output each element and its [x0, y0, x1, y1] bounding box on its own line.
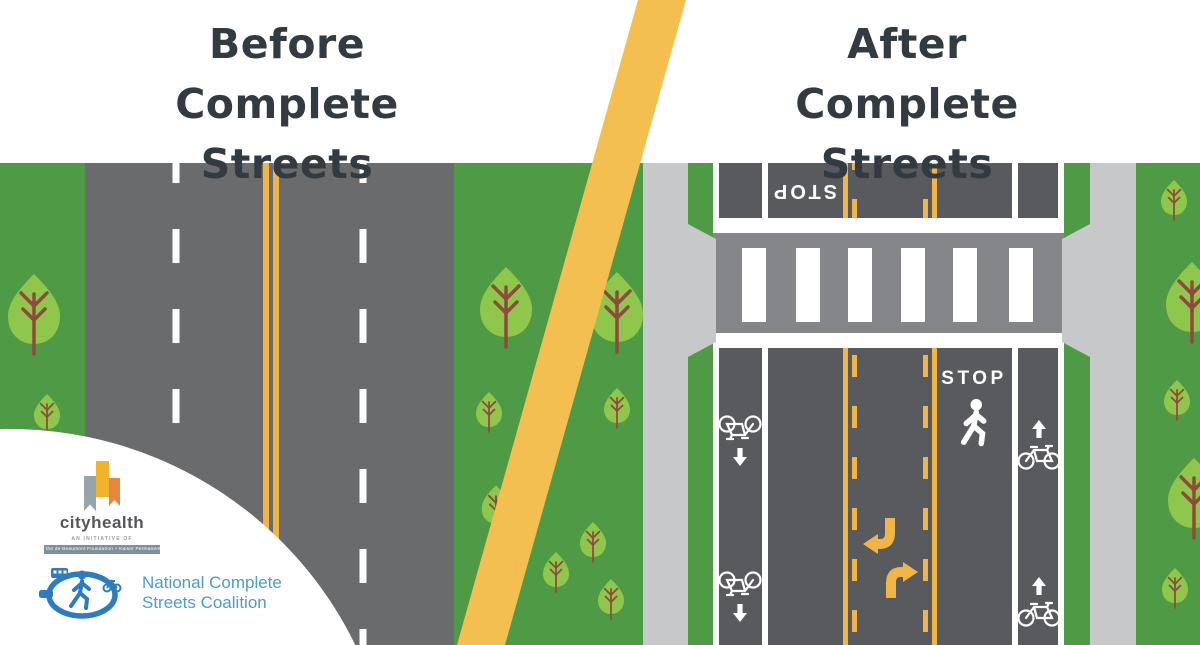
coalition-name-line2: Streets Coalition: [142, 593, 267, 612]
cityhealth-initiative-label: AN INITIATIVE OF: [71, 536, 133, 542]
motorcycle-icon: [102, 579, 122, 593]
coalition-name: National Complete Streets Coalition: [142, 573, 282, 614]
walking-person-icon: [69, 570, 91, 610]
crosswalk-bars: [742, 248, 1033, 322]
coalition-name-line1: National Complete: [142, 572, 282, 592]
curb-extension-right: [1062, 224, 1090, 357]
after-sidewalk-right: [1090, 163, 1136, 645]
after-sidewalk-left: [643, 163, 688, 645]
before-title: Before Complete Streets: [87, 14, 487, 194]
cityhealth-logo: cityhealth AN INITIATIVE OF the de Beaum…: [44, 460, 164, 554]
crosswalk-band: [713, 233, 1064, 333]
before-title-line1: Before: [208, 20, 366, 68]
stop-bar-northbound: [713, 333, 1064, 348]
stop-bar-southbound: [713, 218, 1064, 233]
crosswalk: [688, 218, 1090, 357]
curb-extension-left: [688, 224, 716, 357]
cityhealth-wordmark: cityhealth: [59, 513, 145, 532]
stop-marking-southbound: STOP: [771, 180, 837, 202]
after-lane-markings-top: STOP: [713, 163, 1064, 218]
after-title: After Complete Streets: [707, 14, 1107, 194]
after-title-line1: After: [847, 20, 967, 68]
coalition-oval-icon: [39, 568, 122, 619]
car-icon: [39, 590, 53, 598]
before-title-line2: Complete Streets: [175, 80, 399, 188]
after-title-line2: Complete Streets: [795, 80, 1019, 188]
cityhealth-buildings-icon: [84, 461, 120, 511]
diagonal-divider: [457, 0, 686, 645]
stop-marking-northbound: STOP: [941, 368, 1006, 389]
cityhealth-partners-bar: the de Beaumont Foundation + Kaiser Perm…: [44, 545, 164, 554]
after-lane-markings-bottom: STOP: [713, 348, 1064, 645]
coalition-logo: National Complete Streets Coalition: [36, 564, 282, 622]
